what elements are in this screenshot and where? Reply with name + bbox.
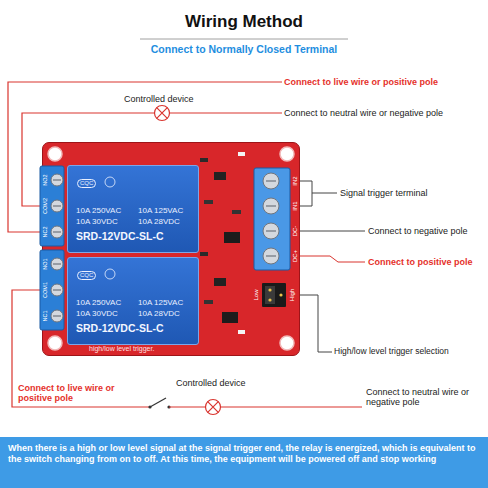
mounting-hole: [48, 336, 62, 350]
terminal-screw: [51, 200, 63, 212]
device-symbol: [157, 108, 168, 119]
terminal-screw: [51, 174, 63, 186]
leader-line: [300, 231, 365, 232]
relay-rating: 10A 30VDC: [76, 309, 118, 318]
relay-rating: 10A 30VDC: [76, 217, 118, 226]
resistor: [204, 200, 213, 204]
device-symbol: [206, 400, 221, 415]
caption-band: [0, 437, 488, 488]
switch-symbol: [148, 405, 151, 408]
callout-label: Connect to neutral wire or negative pole: [366, 387, 484, 408]
terminal-screw: [263, 198, 279, 214]
terminal-screw: [53, 315, 61, 316]
caption: When there is a high or low level signal…: [8, 443, 480, 465]
terminal-block: [254, 168, 290, 270]
terminal-screw: [263, 248, 279, 264]
bracket: [300, 181, 312, 206]
relay-rating: 10A 28VDC: [138, 217, 180, 226]
jumper-pin: [279, 293, 282, 296]
jumper-cap: [265, 286, 275, 304]
terminal-screw: [266, 205, 276, 206]
leader-line: [312, 193, 337, 194]
diode: [200, 158, 208, 162]
relay-rating: 10A 125VAC: [138, 298, 183, 307]
terminal-block: [40, 250, 64, 330]
diode: [200, 252, 208, 256]
optocoupler: [222, 312, 238, 323]
mounting-hole: [280, 336, 294, 350]
certification-logo: CQC: [77, 271, 96, 280]
neutral-wire: [169, 406, 205, 407]
terminal-screw: [51, 258, 63, 270]
callout-label: Signal trigger terminal: [340, 188, 428, 198]
diagram-title: Wiring Method: [0, 12, 488, 32]
terminal-screw: [263, 223, 279, 239]
callout-label: Connect to neutral wire or negative pole: [284, 108, 443, 118]
resistor: [204, 300, 213, 304]
resistor: [232, 210, 241, 214]
terminal-screw: [53, 231, 61, 232]
certification-logo: CQC: [77, 179, 96, 188]
leader-line: [300, 256, 365, 262]
led: [238, 152, 245, 156]
transistor: [214, 172, 226, 180]
subtitle: Connect to Normally Closed Terminal: [0, 43, 488, 55]
terminal-screw: [51, 310, 63, 322]
board-silkscreen: high/low level trigger.: [89, 345, 154, 353]
neutral-wire: [221, 406, 362, 407]
mounting-hole: [48, 147, 62, 161]
terminal-screw: [266, 180, 276, 181]
callout-label: Connect to positive pole: [368, 257, 473, 267]
relay-rating: 10A 28VDC: [138, 309, 180, 318]
jumper-pin: [268, 298, 271, 301]
callout-label: Controlled device: [124, 94, 194, 104]
title-rule: [140, 39, 348, 40]
transistor: [214, 278, 226, 286]
mounting-hole: [280, 147, 294, 161]
jumper-header: [262, 283, 286, 307]
relay-rating: 10A 250VAC: [76, 206, 121, 215]
certification-mark: [105, 269, 115, 279]
terminal-screw: [263, 173, 279, 189]
relay-module: CQC 10A 250VAC 10A 125VAC 10A 30VDC 10A 28VD…: [67, 257, 199, 345]
switch-symbol: [150, 398, 166, 407]
relay-model: SRD-12VDC-SL-C: [76, 230, 164, 242]
terminal-screw: [51, 284, 63, 296]
terminal-screw: [53, 289, 61, 290]
relay-model: SRD-12VDC-SL-C: [76, 322, 164, 334]
terminal-screw: [266, 230, 276, 231]
optocoupler: [224, 232, 240, 243]
relay-rating: 10A 125VAC: [138, 206, 183, 215]
terminal-screw: [53, 263, 61, 264]
neutral-wire: [170, 112, 282, 113]
terminal-screw: [53, 205, 61, 206]
relay-module: CQC 10A 250VAC 10A 125VAC 10A 30VDC 10A 28VD…: [67, 165, 199, 253]
led: [238, 330, 245, 334]
terminal-screw: [53, 179, 61, 180]
callout-label: Connect to negative pole: [368, 226, 468, 236]
device-symbol: [208, 402, 219, 413]
device-symbol: [155, 106, 170, 121]
certification-mark: [105, 177, 115, 187]
relay-rating: 10A 250VAC: [76, 298, 121, 307]
callout-label: Controlled device: [176, 378, 246, 388]
terminal-screw: [266, 255, 276, 256]
relay-board: high/low level trigger. CQC 10A 250VAC 10A …: [42, 142, 300, 356]
terminal-screw: [51, 226, 63, 238]
callout-label: High/low level trigger selection: [334, 347, 449, 357]
callout-label: Connect to live wire or positive pole: [18, 383, 118, 404]
terminal-block: [40, 166, 64, 246]
callout-label: Connect to live wire or positive pole: [284, 77, 438, 87]
jumper-pin: [268, 288, 271, 291]
